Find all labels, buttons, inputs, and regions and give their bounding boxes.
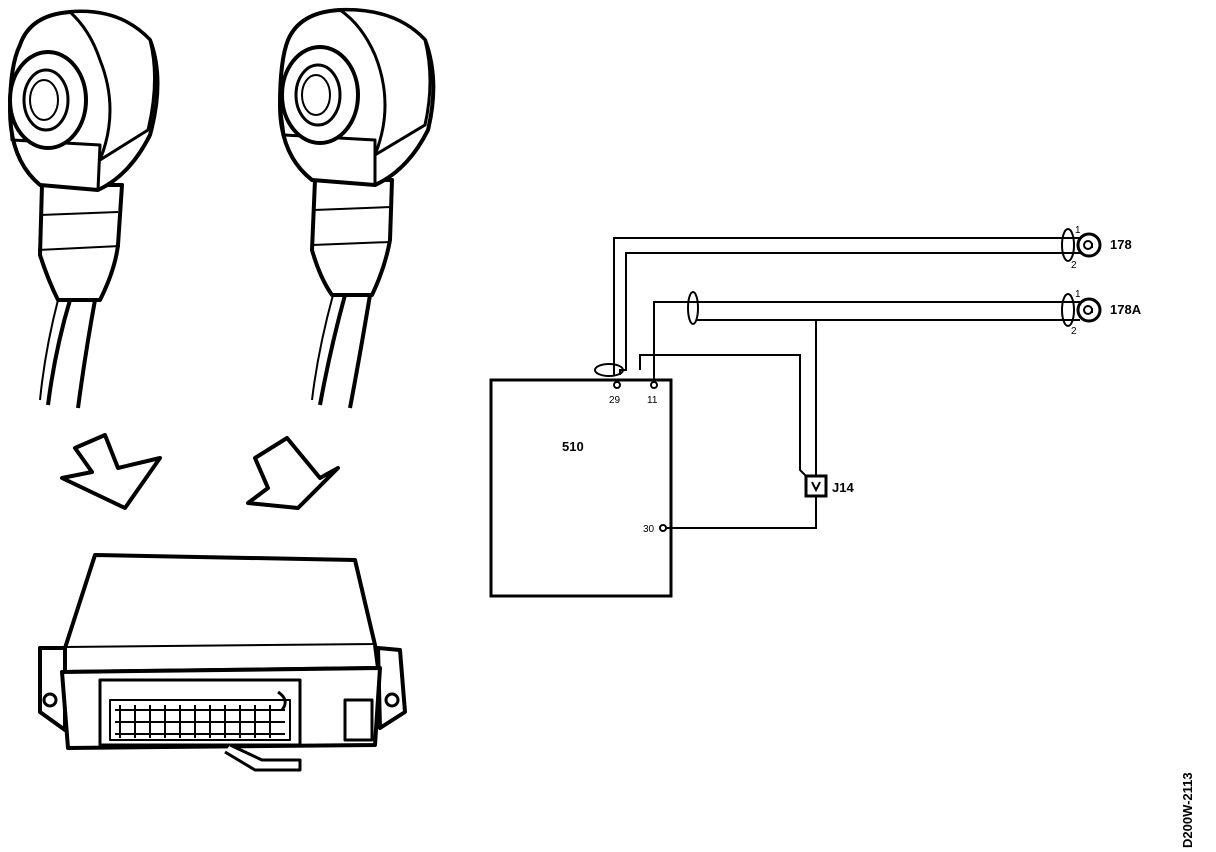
ecu-pin-30-terminal: [659, 524, 667, 532]
junction-j14-label: J14: [832, 480, 854, 495]
sensor-178-pin1-label: 1: [1075, 225, 1081, 236]
reference-code: D200W-2113: [1180, 772, 1195, 848]
arrow-down-left-icon: [60, 433, 162, 510]
ecu-pin-29-terminal: [613, 381, 621, 389]
sensor-178a-pin1-label: 1: [1075, 289, 1081, 300]
ecu-pin-29-label: 29: [609, 395, 621, 406]
ecu-pin-11-label: 11: [647, 395, 658, 406]
arrow-down-right-icon: [246, 436, 340, 510]
knock-sensor-illustration-left: [8, 9, 160, 409]
sensor-178-symbol: [1076, 232, 1102, 258]
sensor-178a-pin2-label: 2: [1071, 326, 1077, 337]
wiring-schematic: [489, 228, 1102, 598]
junction-j14-box: [804, 474, 828, 498]
sensor-178a-symbol: [1076, 297, 1102, 323]
ecu-pin-30-label: 30: [643, 524, 655, 535]
ecu-module-illustration: [38, 553, 407, 772]
sensor-178-pin2-label: 2: [1071, 260, 1077, 271]
ecu-pin-11-terminal: [650, 381, 658, 389]
sensor-178a-label: 178A: [1110, 302, 1142, 317]
knock-sensor-illustration-right: [278, 7, 436, 409]
sensor-178-label: 178: [1110, 237, 1132, 252]
ecu-box: [489, 378, 673, 598]
ecu-label: 510: [562, 439, 584, 454]
